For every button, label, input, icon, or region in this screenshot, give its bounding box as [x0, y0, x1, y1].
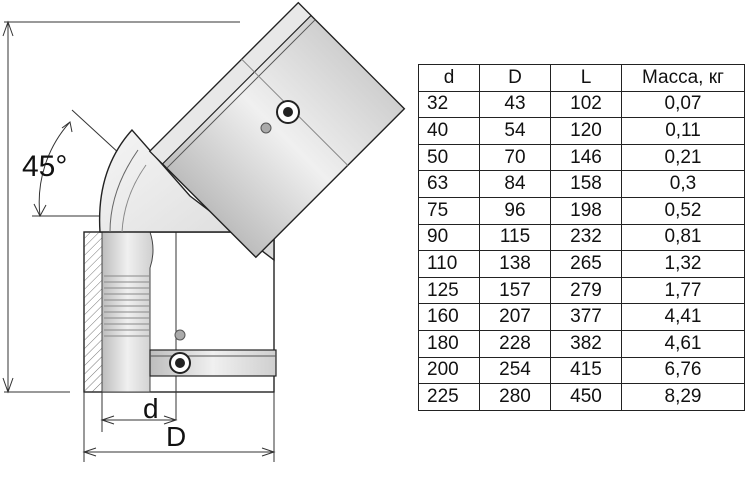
table-cell: 146 — [550, 143, 622, 172]
thread-ridges — [104, 275, 150, 337]
table-cell: 450 — [550, 383, 622, 411]
table-cell: 120 — [550, 117, 622, 145]
table-cell: 32 — [418, 90, 480, 119]
table-cell: 0,11 — [621, 117, 745, 145]
table-cell: 75 — [418, 196, 480, 225]
table-cell: 50 — [418, 143, 480, 172]
table-cell: 207 — [479, 303, 551, 331]
table-cell: 6,76 — [621, 356, 745, 385]
table-cell: 8,29 — [621, 383, 745, 411]
table-cell: 0,52 — [621, 196, 745, 225]
outer-diameter-dimension — [82, 392, 276, 462]
table-cell: 0,3 — [621, 170, 745, 198]
table-cell: 54 — [479, 117, 551, 145]
upper-screw-icon — [260, 100, 300, 134]
header-d: d — [418, 64, 480, 92]
table-cell: 157 — [479, 276, 551, 305]
table-cell: 43 — [479, 90, 551, 119]
outer-diameter-label: D — [166, 421, 186, 452]
table-cell: 225 — [418, 383, 480, 411]
table-cell: 180 — [418, 329, 480, 358]
table-cell: 0,07 — [621, 90, 745, 119]
table-cell: 200 — [418, 356, 480, 385]
table-cell: 115 — [479, 223, 551, 252]
angle-label: 45° — [22, 150, 67, 183]
table-cell: 96 — [479, 196, 551, 225]
table-cell: 279 — [550, 276, 622, 305]
elbow-fitting-drawing: 45° — [2, 1, 406, 462]
table-cell: 40 — [418, 117, 480, 145]
table-cell: 382 — [550, 329, 622, 358]
table-cell: 1,32 — [621, 250, 745, 278]
table-cell: 254 — [479, 356, 551, 385]
table-cell: 70 — [479, 143, 551, 172]
upper-socket — [148, 1, 406, 259]
table-cell: 84 — [479, 170, 551, 198]
table-cell: 265 — [550, 250, 622, 278]
table-cell: 4,41 — [621, 303, 745, 331]
table-cell: 0,81 — [621, 223, 745, 252]
table-cell: 0,21 — [621, 143, 745, 172]
table-cell: 138 — [479, 250, 551, 278]
table-cell: 110 — [418, 250, 480, 278]
table-cell: 63 — [418, 170, 480, 198]
table-cell: 158 — [550, 170, 622, 198]
spec-table-header: d D L Масса, кг — [418, 64, 745, 92]
table-cell: 280 — [479, 383, 551, 411]
lower-screw-icon — [169, 329, 191, 374]
lower-socket — [83, 231, 277, 420]
table-cell: 1,77 — [621, 276, 745, 305]
table-cell: 4,61 — [621, 329, 745, 358]
table-cell: 90 — [418, 223, 480, 252]
table-cell: 377 — [550, 303, 622, 331]
table-cell: 125 — [418, 276, 480, 305]
table-cell: 415 — [550, 356, 622, 385]
table-cell: 102 — [550, 90, 622, 119]
table-cell: 228 — [479, 329, 551, 358]
header-L: L — [550, 64, 622, 92]
height-dimension — [2, 20, 240, 394]
header-D: D — [479, 64, 551, 92]
inner-diameter-dimension — [100, 392, 178, 432]
header-mass: Масса, кг — [621, 64, 745, 92]
table-cell: 198 — [550, 196, 622, 225]
table-cell: 160 — [418, 303, 480, 331]
table-cell: 232 — [550, 223, 622, 252]
inner-diameter-label: d — [143, 393, 159, 424]
